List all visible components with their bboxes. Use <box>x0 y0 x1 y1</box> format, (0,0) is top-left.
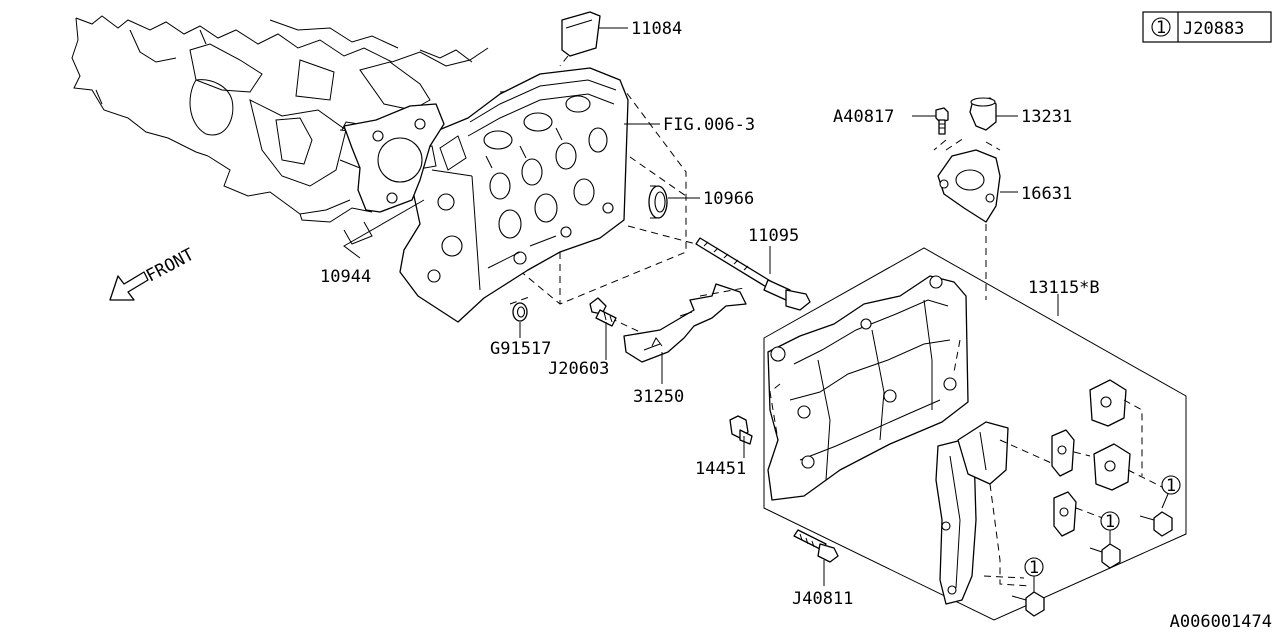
label-j40811: J40811 <box>792 589 853 609</box>
front-direction-arrow: FRONT <box>109 245 198 301</box>
cam-plug-13231 <box>969 97 997 131</box>
label-fig-006-3: FIG.006-3 <box>663 115 755 135</box>
label-10966: 10966 <box>703 189 754 209</box>
cylinder-head <box>399 67 687 323</box>
leader-lines <box>343 27 1169 592</box>
bolt-a40817 <box>935 107 949 135</box>
circled-markers: 1 1 1 <box>1024 475 1181 578</box>
front-label: FRONT <box>143 245 198 287</box>
stud-j20603 <box>589 297 617 327</box>
oil-seal <box>648 185 668 219</box>
reference-box: 1 J20883 <box>1142 11 1272 43</box>
bolt-j40811 <box>793 529 839 563</box>
label-11095: 11095 <box>748 226 799 246</box>
label-11084: 11084 <box>631 19 682 39</box>
label-g91517: G91517 <box>490 339 551 359</box>
engine-block-background <box>71 15 489 223</box>
cover-11084 <box>559 11 601 67</box>
label-j20603: J20603 <box>548 359 609 379</box>
label-10944: 10944 <box>320 267 371 287</box>
head-bolt <box>627 225 811 311</box>
label-14451: 14451 <box>695 459 746 479</box>
figure-id: A006001474 <box>1170 612 1272 632</box>
label-a40817: A40817 <box>833 107 894 127</box>
ring-g91517 <box>509 295 533 322</box>
label-31250: 31250 <box>633 387 684 407</box>
chain-cover-assembly <box>763 247 1187 621</box>
label-13115-b: 13115*B <box>1028 278 1100 298</box>
marker-1-b: 1 <box>1105 512 1115 532</box>
marker-1-c: 1 <box>1029 558 1039 578</box>
bolt-14451 <box>729 415 753 445</box>
plate-16631 <box>933 137 1001 300</box>
label-13231: 13231 <box>1021 107 1072 127</box>
label-16631: 16631 <box>1021 184 1072 204</box>
diagram-code: J20883 <box>1183 19 1244 39</box>
callout-labels: 11084 FIG.006-3 10966 10944 G91517 J2060… <box>320 19 1100 609</box>
head-gasket <box>343 103 445 245</box>
bracket-31250 <box>609 283 747 363</box>
ref-marker-text: 1 <box>1156 18 1166 38</box>
marker-1-a: 1 <box>1166 476 1176 496</box>
